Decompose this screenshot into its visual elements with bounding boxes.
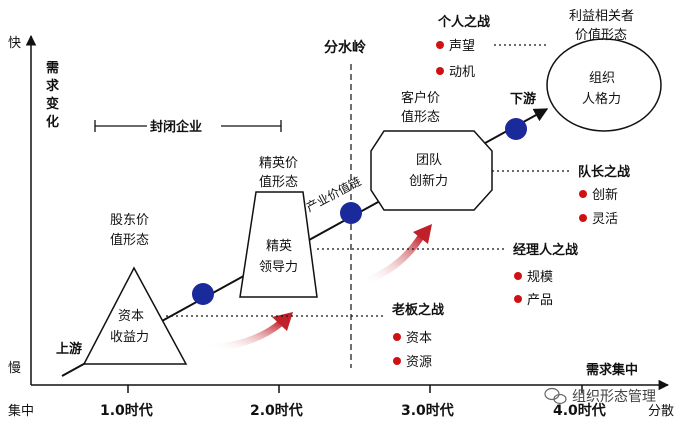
svg-text:客户价: 客户价 (401, 90, 440, 106)
battle-individual: 个人之战 声望 动机 (436, 14, 490, 80)
shareholder-title: 股东价 值形态 (110, 213, 149, 248)
battle-captain: 队长之战 创新 灵活 (578, 164, 630, 227)
node-1 (192, 283, 214, 305)
node-3 (505, 118, 527, 140)
closed-enterprise-label: 封闭企业 (150, 119, 202, 135)
svg-text:资本: 资本 (406, 331, 432, 346)
svg-text:精英: 精英 (266, 239, 292, 254)
era-label-3: 3.0时代 (401, 402, 454, 419)
y-axis-slow-label: 慢 (8, 360, 21, 376)
x-axis-title: 需求集中 (586, 362, 638, 378)
svg-text:个人之战: 个人之战 (437, 14, 490, 30)
svg-text:值形态: 值形态 (401, 109, 440, 125)
svg-text:创新: 创新 (592, 187, 618, 203)
progress-arrow-1 (209, 312, 293, 352)
downstream-label: 下游 (510, 91, 536, 107)
svg-text:收益力: 收益力 (110, 330, 149, 345)
watershed-label: 分水岭 (324, 39, 366, 56)
battle-manager: 经理人之战 规模 产品 (513, 242, 578, 308)
y-axis-title: 需 求 变 化 (46, 61, 60, 130)
upstream-label: 上游 (56, 341, 82, 357)
svg-text:规模: 规模 (527, 270, 553, 285)
svg-text:组织: 组织 (589, 71, 615, 86)
svg-text:变: 变 (46, 96, 59, 112)
watermark: 组织形态管理 (544, 387, 656, 405)
svg-text:动机: 动机 (449, 65, 475, 80)
svg-text:产品: 产品 (527, 293, 553, 308)
stakeholder-title: 利益相关者 价值形态 (569, 9, 634, 43)
svg-text:资本: 资本 (118, 309, 144, 324)
svg-text:资源: 资源 (406, 355, 432, 370)
progress-arrow-2 (360, 224, 432, 286)
svg-text:值形态: 值形态 (110, 232, 149, 248)
svg-text:人格力: 人格力 (582, 91, 621, 107)
svg-text:领导力: 领导力 (259, 260, 298, 275)
customer-octagon (370, 130, 493, 211)
x-axis-start-label: 集中 (8, 403, 34, 419)
svg-text:股东价: 股东价 (110, 213, 149, 228)
era-label-2: 2.0时代 (250, 402, 303, 419)
wechat-icon (544, 387, 567, 405)
customer-body: 团队 创新力 (409, 153, 448, 189)
era-ticks (127, 385, 583, 393)
svg-text:化: 化 (46, 114, 59, 130)
shareholder-body: 资本 收益力 (110, 309, 149, 345)
svg-text:灵活: 灵活 (592, 212, 618, 227)
stakeholder-body: 组织 人格力 (582, 71, 621, 107)
era-label-1: 1.0时代 (100, 402, 153, 419)
era-label-4: 4.0时代 (553, 402, 606, 419)
svg-text:精英价: 精英价 (259, 156, 298, 171)
svg-text:需: 需 (46, 61, 59, 76)
svg-text:值形态: 值形态 (259, 174, 298, 190)
svg-text:经理人之战: 经理人之战 (513, 242, 578, 258)
svg-text:组织形态管理: 组织形态管理 (572, 389, 656, 405)
battle-boss: 老板之战 资本 资源 (391, 302, 444, 370)
stakeholder-circle (546, 38, 662, 132)
x-axis-end-label: 分散 (648, 404, 674, 419)
shareholder-triangle (82, 266, 188, 365)
customer-title: 客户价 值形态 (401, 90, 440, 125)
svg-text:团队: 团队 (416, 153, 442, 168)
svg-text:价值形态: 价值形态 (575, 27, 627, 43)
elite-trapezoid (239, 191, 318, 298)
svg-text:声望: 声望 (449, 38, 475, 54)
elite-title: 精英价 值形态 (259, 156, 298, 190)
svg-text:队长之战: 队长之战 (578, 164, 630, 180)
node-2 (340, 202, 362, 224)
y-axis-fast-label: 快 (8, 36, 21, 51)
svg-text:老板之战: 老板之战 (391, 302, 444, 318)
svg-text:利益相关者: 利益相关者 (569, 9, 634, 24)
value-chain-nodes (192, 118, 527, 305)
elite-body: 精英 领导力 (259, 239, 298, 275)
svg-text:创新力: 创新力 (409, 173, 448, 189)
connector-lines (166, 44, 571, 317)
svg-text:求: 求 (46, 78, 60, 94)
